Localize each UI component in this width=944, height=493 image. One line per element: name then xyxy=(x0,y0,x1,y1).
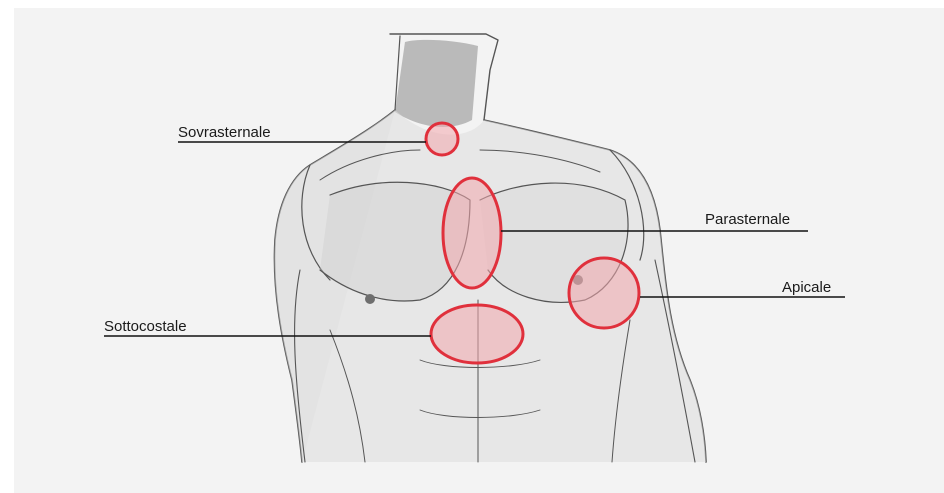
parasternale-marker xyxy=(443,178,501,288)
sovrasternale-marker xyxy=(426,123,458,155)
apicale-marker xyxy=(569,258,639,328)
apicale-label: Apicale xyxy=(782,279,831,296)
parasternale-label: Parasternale xyxy=(705,211,790,228)
sovrasternale-label: Sovrasternale xyxy=(178,124,271,141)
sottocostale-marker xyxy=(431,305,523,363)
sottocostale-label: Sottocostale xyxy=(104,318,187,335)
